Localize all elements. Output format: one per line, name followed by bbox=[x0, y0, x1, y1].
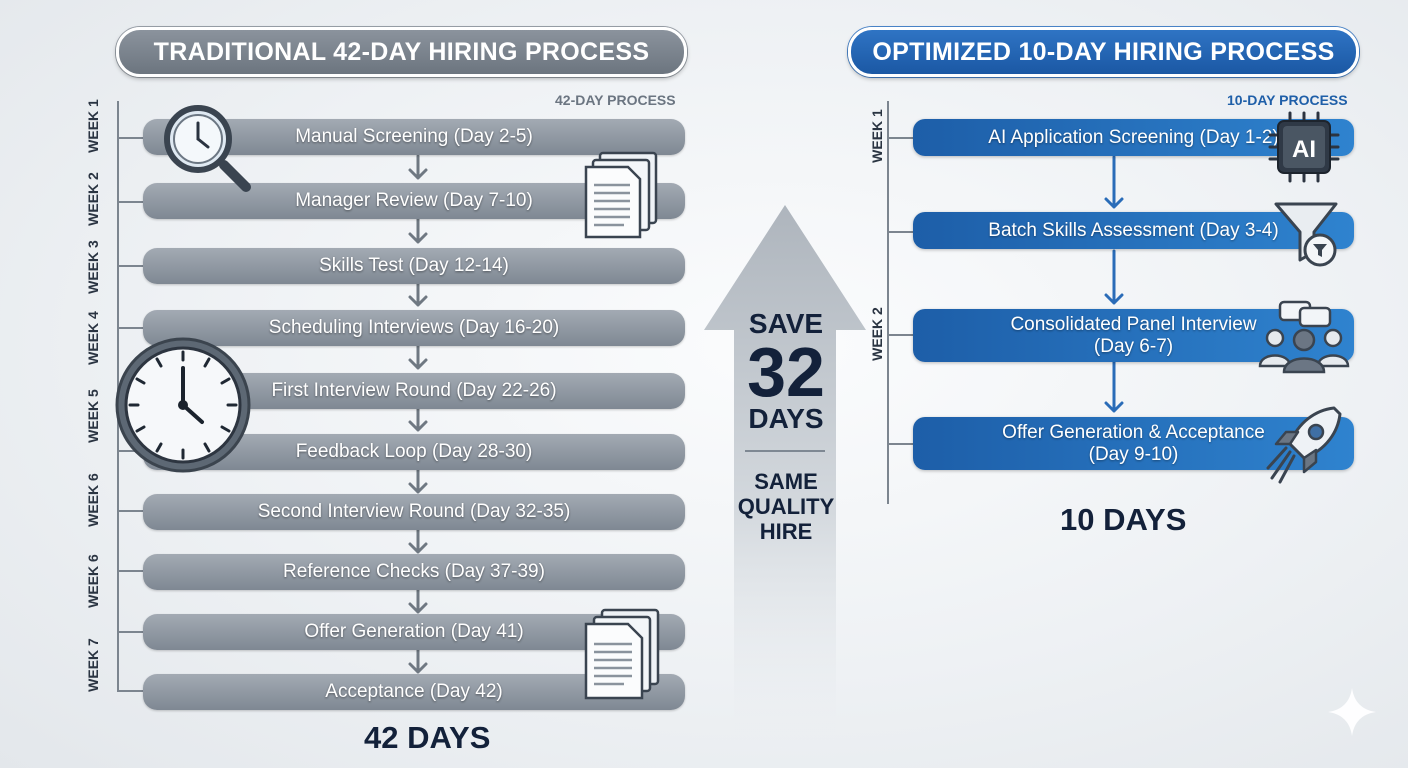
rocket-icon bbox=[1266, 406, 1342, 484]
step-skills-test: Skills Test (Day 12-14) bbox=[143, 248, 685, 284]
week-label: WEEK 3 bbox=[85, 240, 101, 294]
optimized-process-label: 10-DAY PROCESS bbox=[1227, 92, 1348, 108]
timeline-tick bbox=[117, 265, 143, 267]
magnifier-clock-icon bbox=[164, 105, 251, 192]
week-label: WEEK 6 bbox=[85, 554, 101, 608]
team-icon bbox=[1258, 300, 1350, 374]
funnel-icon bbox=[1274, 202, 1338, 267]
step-scheduling-interviews: Scheduling Interviews (Day 16-20) bbox=[143, 310, 685, 346]
optimized-flow-arrows bbox=[1104, 155, 1124, 413]
week-label: WEEK 2 bbox=[85, 172, 101, 226]
week-label: WEEK 4 bbox=[85, 311, 101, 365]
ai-chip-label: AI bbox=[1292, 136, 1316, 163]
week-label: WEEK 2 bbox=[869, 307, 885, 361]
timeline-tick bbox=[887, 334, 913, 336]
timeline-tick bbox=[117, 327, 143, 329]
timeline-tick bbox=[117, 450, 143, 452]
savings-quality-text: SAME QUALITY HIRE bbox=[737, 469, 835, 544]
savings-number: 32 bbox=[747, 333, 825, 411]
week-label: WEEK 6 bbox=[85, 473, 101, 527]
optimized-timeline bbox=[887, 101, 889, 504]
optimized-total: 10 DAYS bbox=[1060, 502, 1187, 537]
optimized-title: OPTIMIZED 10-DAY HIRING PROCESS bbox=[848, 27, 1359, 77]
timeline-tick bbox=[887, 231, 913, 233]
traditional-process-label: 42-DAY PROCESS bbox=[555, 92, 676, 108]
savings-arrow bbox=[704, 205, 866, 765]
ai-chip-icon: AI bbox=[1268, 111, 1340, 183]
week-label: WEEK 1 bbox=[85, 99, 101, 153]
savings-unit: DAYS bbox=[748, 403, 824, 434]
timeline-tick bbox=[117, 690, 143, 692]
traditional-flow-arrows bbox=[408, 154, 428, 674]
traditional-title: TRADITIONAL 42-DAY HIRING PROCESS bbox=[116, 27, 687, 77]
week-label: WEEK 7 bbox=[85, 638, 101, 692]
documents-icon bbox=[584, 151, 658, 239]
step-reference-checks: Reference Checks (Day 37-39) bbox=[143, 554, 685, 590]
timeline-tick bbox=[117, 631, 143, 633]
timeline-tick bbox=[117, 137, 143, 139]
timeline-tick bbox=[887, 443, 913, 445]
step-offer-generation-acceptance: Offer Generation & Acceptance (Day 9-10) bbox=[913, 417, 1354, 470]
timeline-tick bbox=[117, 570, 143, 572]
savings-save-label: SAVE bbox=[748, 308, 824, 339]
timeline-tick bbox=[117, 201, 143, 203]
traditional-total: 42 DAYS bbox=[364, 720, 491, 755]
step-second-interview-round: Second Interview Round (Day 32-35) bbox=[143, 494, 685, 530]
clock-icon bbox=[115, 337, 251, 473]
week-label: WEEK 5 bbox=[85, 389, 101, 443]
week-label: WEEK 1 bbox=[869, 109, 885, 163]
documents-icon bbox=[584, 608, 660, 700]
timeline-tick bbox=[887, 137, 913, 139]
step-manual-screening: Manual Screening (Day 2-5) bbox=[143, 119, 685, 155]
step-batch-skills-assessment: Batch Skills Assessment (Day 3-4) bbox=[913, 212, 1354, 249]
timeline-tick bbox=[117, 510, 143, 512]
sparkle-icon bbox=[1328, 688, 1376, 736]
